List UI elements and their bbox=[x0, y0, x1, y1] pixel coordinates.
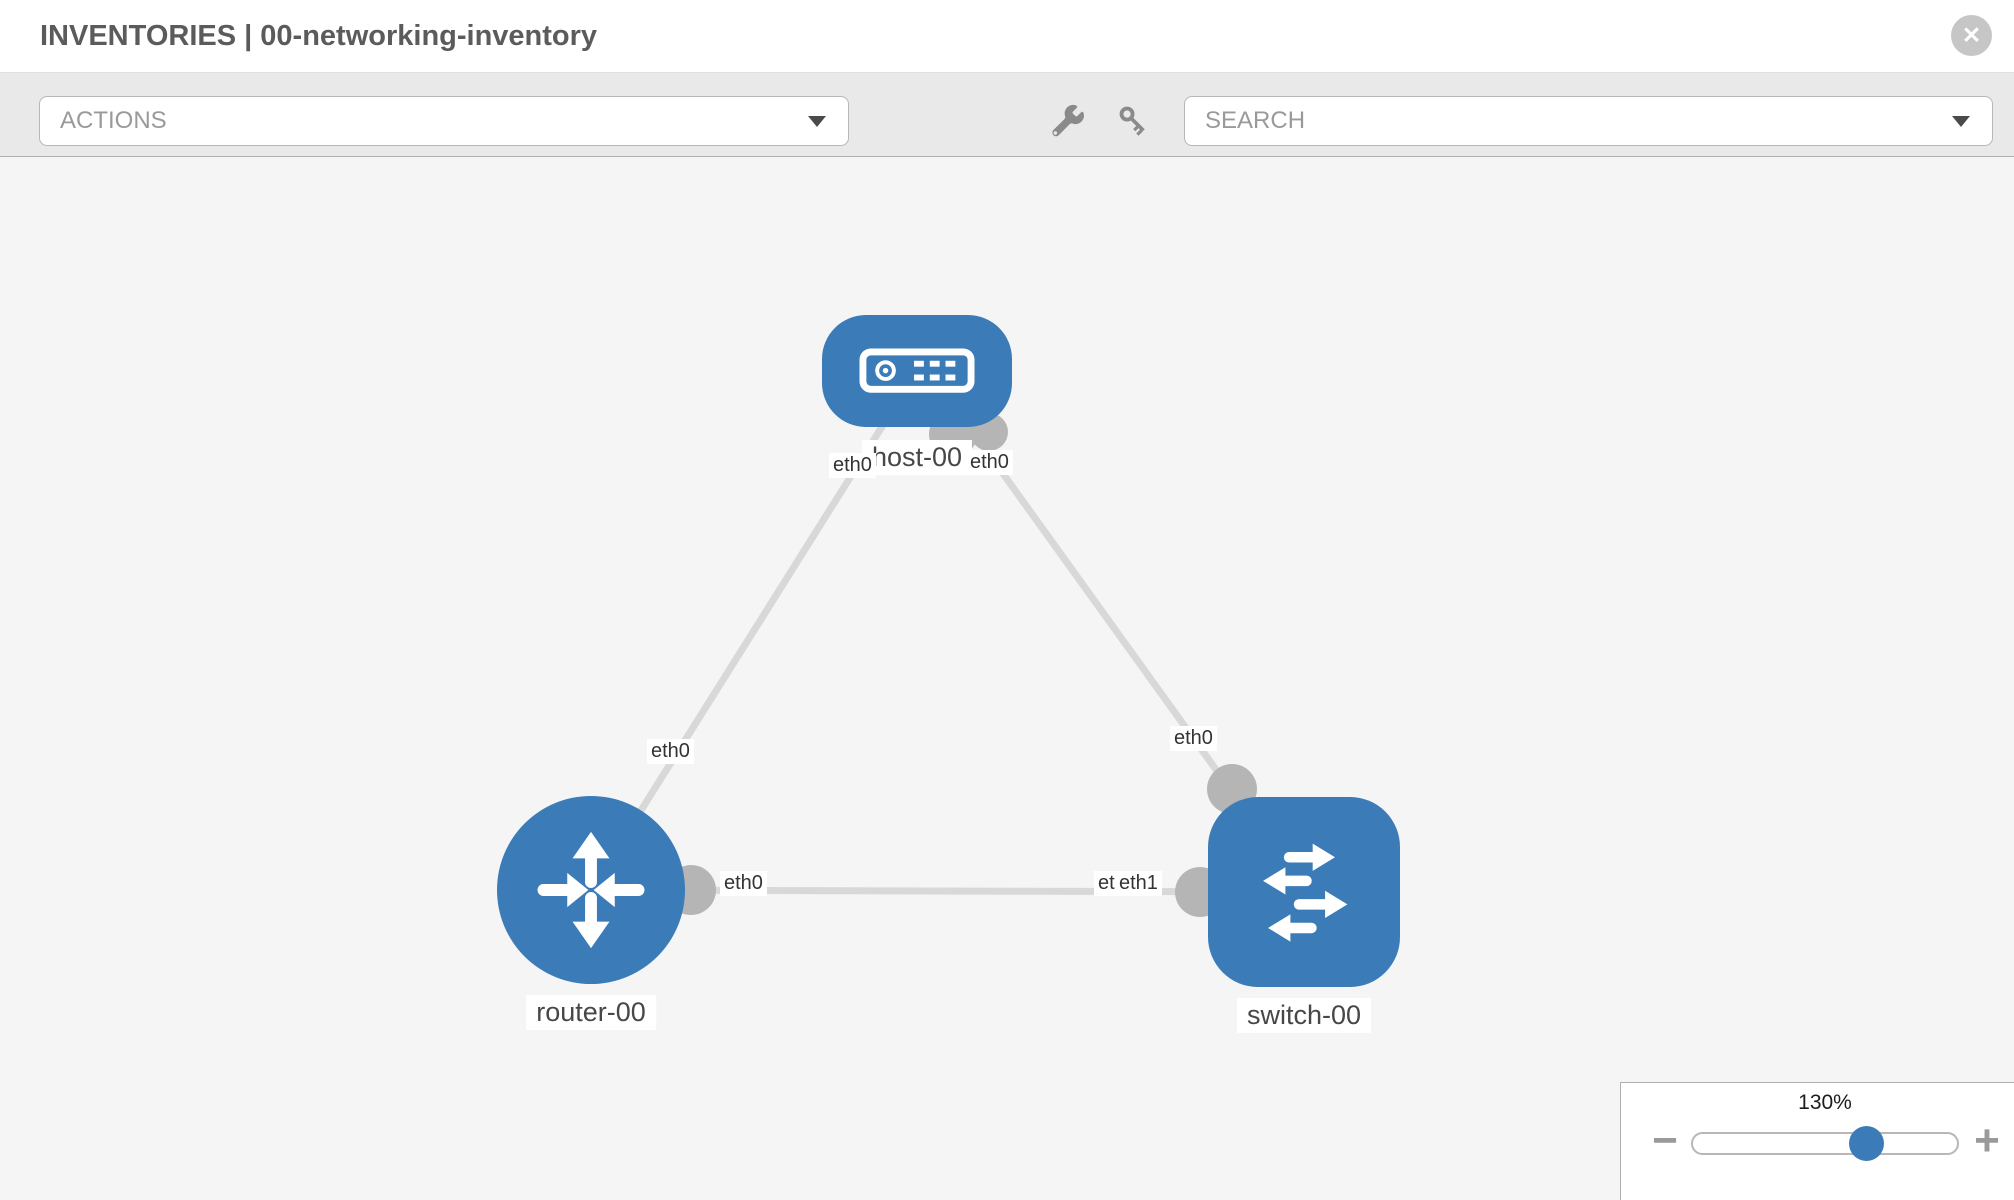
header-bar: INVENTORIES | 00-networking-inventory ✕ bbox=[0, 0, 2014, 72]
iface-label-host-to-switch: eth0 bbox=[966, 450, 1013, 475]
iface-label-switch-to-router-overlap: eth0 eth1 bbox=[1094, 871, 1162, 896]
zoom-slider-thumb[interactable] bbox=[1849, 1126, 1884, 1161]
iface-label-front: eth1 bbox=[1115, 871, 1162, 896]
key-icon[interactable] bbox=[1115, 102, 1153, 140]
actions-dropdown-label: ACTIONS bbox=[60, 107, 167, 134]
iface-label-host-to-router: eth0 bbox=[829, 453, 876, 478]
wrench-icon[interactable] bbox=[1049, 102, 1087, 140]
zoom-panel: 130% − + bbox=[1620, 1082, 2014, 1200]
iface-label-router-to-switch: eth0 bbox=[720, 871, 767, 896]
search-dropdown-label: SEARCH bbox=[1205, 107, 1306, 134]
chevron-down-icon bbox=[808, 116, 826, 127]
host-icon bbox=[859, 348, 975, 394]
iface-label-switch-to-host: eth0 bbox=[1170, 726, 1217, 751]
search-dropdown[interactable]: SEARCH bbox=[1184, 96, 1993, 146]
node-switch-00[interactable] bbox=[1208, 797, 1400, 987]
close-icon[interactable]: ✕ bbox=[1951, 15, 1992, 56]
switch-icon bbox=[1263, 843, 1348, 942]
actions-dropdown[interactable]: ACTIONS bbox=[39, 96, 849, 146]
node-label-switch-00: switch-00 bbox=[1236, 998, 1372, 1033]
zoom-out-button[interactable]: − bbox=[1652, 1116, 1678, 1165]
node-router-00[interactable] bbox=[497, 796, 685, 984]
topology-graph bbox=[588, 369, 1307, 917]
node-label-router-00: router-00 bbox=[526, 995, 656, 1030]
chevron-down-icon bbox=[1952, 116, 1970, 127]
zoom-slider-track[interactable] bbox=[1691, 1126, 1959, 1161]
page-title: INVENTORIES | 00-networking-inventory bbox=[40, 20, 598, 52]
topology-canvas[interactable] bbox=[0, 157, 2014, 1200]
iface-label-router-to-host: eth0 bbox=[647, 739, 694, 764]
zoom-percentage: 130% bbox=[1798, 1091, 1852, 1114]
node-label-host-00: host-00 bbox=[861, 440, 973, 475]
node-host-00[interactable] bbox=[822, 315, 1012, 427]
zoom-in-button[interactable]: + bbox=[1974, 1116, 2000, 1165]
router-icon bbox=[537, 831, 645, 949]
